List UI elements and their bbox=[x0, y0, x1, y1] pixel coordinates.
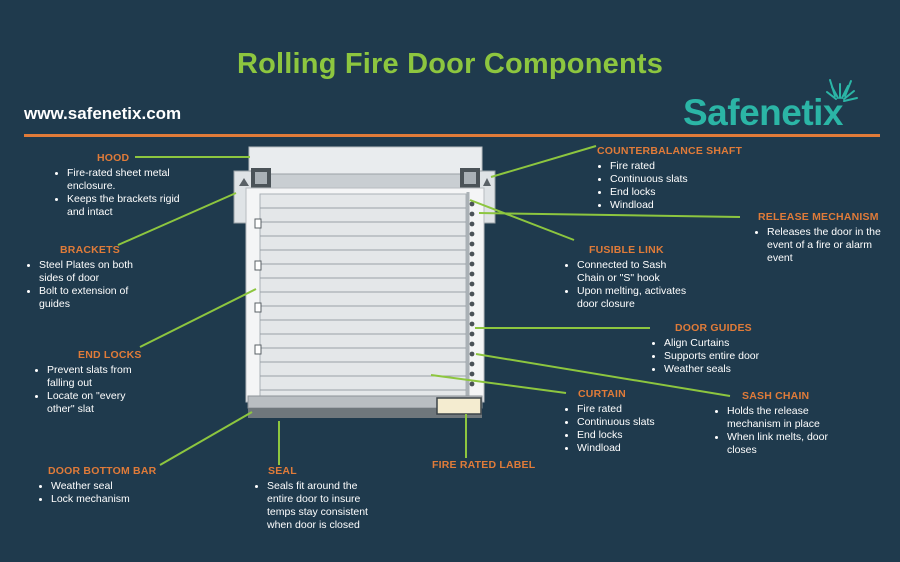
counterbalance-shaft-item: Fire rated bbox=[610, 160, 777, 173]
door-guides-item: Align Curtains bbox=[664, 337, 771, 350]
connector-curtain bbox=[430, 374, 567, 394]
callout-end-locks: END LOCKS Prevent slats from falling out… bbox=[34, 349, 154, 416]
callout-hood: HOOD Fire-rated sheet metal enclosure. K… bbox=[54, 152, 182, 219]
sash-chain-item: When link melts, door closes bbox=[727, 431, 839, 457]
counterbalance-shaft bbox=[253, 173, 480, 189]
seal bbox=[248, 408, 482, 418]
door-guides-item: Weather seals bbox=[664, 363, 771, 376]
sash-chain bbox=[469, 201, 475, 387]
callout-door-bottom-bar: DOOR BOTTOM BAR Weather seal Lock mechan… bbox=[38, 465, 178, 506]
curtain-item: End locks bbox=[577, 429, 674, 442]
callout-release-mechanism: RELEASE MECHANISM Releases the door in t… bbox=[754, 211, 884, 265]
curtain-title: CURTAIN bbox=[578, 388, 626, 400]
counterbalance-shaft-item: Windload bbox=[610, 199, 777, 212]
connector-fusible bbox=[469, 199, 575, 241]
counterbalance-shaft-item: End locks bbox=[610, 186, 777, 199]
logo-sunburst-icon bbox=[826, 79, 858, 102]
connector-counterbalance bbox=[490, 145, 597, 178]
callout-brackets: BRACKETS Steel Plates on both sides of d… bbox=[26, 244, 146, 311]
brackets-title: BRACKETS bbox=[60, 244, 120, 256]
curtain-item: Continuous slats bbox=[577, 416, 674, 429]
door-guides-title: DOOR GUIDES bbox=[675, 322, 752, 334]
fusible-link-title: FUSIBLE LINK bbox=[589, 244, 664, 256]
connector-end-locks bbox=[139, 288, 257, 348]
fire-rated-label-plate bbox=[436, 397, 482, 415]
seal-item: Seals fit around the entire door to insu… bbox=[267, 480, 374, 532]
hood-item: Fire-rated sheet metal enclosure. bbox=[67, 167, 182, 193]
door-guides-item: Supports entire door bbox=[664, 350, 771, 363]
connector-brackets bbox=[117, 192, 237, 246]
end-locks-item: Locate on "every other" slat bbox=[47, 390, 154, 416]
hood-panel bbox=[248, 146, 483, 178]
curtain-item: Windload bbox=[577, 442, 674, 455]
door-bottom-bar-title: DOOR BOTTOM BAR bbox=[48, 465, 157, 477]
connector-sash-chain bbox=[475, 353, 731, 397]
callout-curtain: CURTAIN Fire rated Continuous slats End … bbox=[564, 388, 674, 455]
seal-title: SEAL bbox=[268, 465, 297, 477]
curtain bbox=[259, 193, 467, 397]
callout-door-guides: DOOR GUIDES Align Curtains Supports enti… bbox=[651, 322, 771, 376]
release-mechanism-title: RELEASE MECHANISM bbox=[758, 211, 879, 223]
end-locks-item: Prevent slats from falling out bbox=[47, 364, 154, 390]
connector-release bbox=[478, 212, 741, 218]
brackets-item: Bolt to extension of guides bbox=[39, 285, 146, 311]
fusible-link-item: Upon melting, activates door closure bbox=[577, 285, 689, 311]
callout-fire-rated-label: FIRE RATED LABEL bbox=[432, 459, 542, 474]
sash-chain-title: SASH CHAIN bbox=[742, 390, 810, 402]
callout-counterbalance-shaft: COUNTERBALANCE SHAFT Fire rated Continuo… bbox=[597, 145, 777, 212]
hood-item: Keeps the brackets rigid and intact bbox=[67, 193, 182, 219]
hood-title: HOOD bbox=[97, 152, 130, 164]
header-divider bbox=[24, 134, 880, 137]
end-locks bbox=[254, 218, 262, 355]
end-locks-title: END LOCKS bbox=[78, 349, 142, 361]
fusible-link-item: Connected to Sash Chain or "S" hook bbox=[577, 259, 689, 285]
fire-rated-label-title: FIRE RATED LABEL bbox=[432, 459, 536, 471]
website-url[interactable]: www.safenetix.com bbox=[24, 104, 182, 123]
brand-logo: Safenetix bbox=[683, 92, 844, 133]
counterbalance-shaft-title: COUNTERBALANCE SHAFT bbox=[597, 145, 743, 157]
page-title: Rolling Fire Door Components bbox=[236, 48, 664, 80]
callout-fusible-link: FUSIBLE LINK Connected to Sash Chain or … bbox=[564, 244, 689, 311]
brackets-item: Steel Plates on both sides of door bbox=[39, 259, 146, 285]
release-mechanism-item: Releases the door in the event of a fire… bbox=[767, 226, 884, 265]
callout-sash-chain: SASH CHAIN Holds the release mechanism i… bbox=[714, 390, 839, 457]
counterbalance-shaft-item: Continuous slats bbox=[610, 173, 777, 186]
callout-seal: SEAL Seals fit around the entire door to… bbox=[254, 465, 374, 532]
sash-chain-item: Holds the release mechanism in place bbox=[727, 405, 839, 431]
door-bottom-bar-item: Lock mechanism bbox=[51, 493, 178, 506]
curtain-item: Fire rated bbox=[577, 403, 674, 416]
connector-door-bottom-bar bbox=[159, 411, 253, 466]
door-bottom-bar-item: Weather seal bbox=[51, 480, 178, 493]
